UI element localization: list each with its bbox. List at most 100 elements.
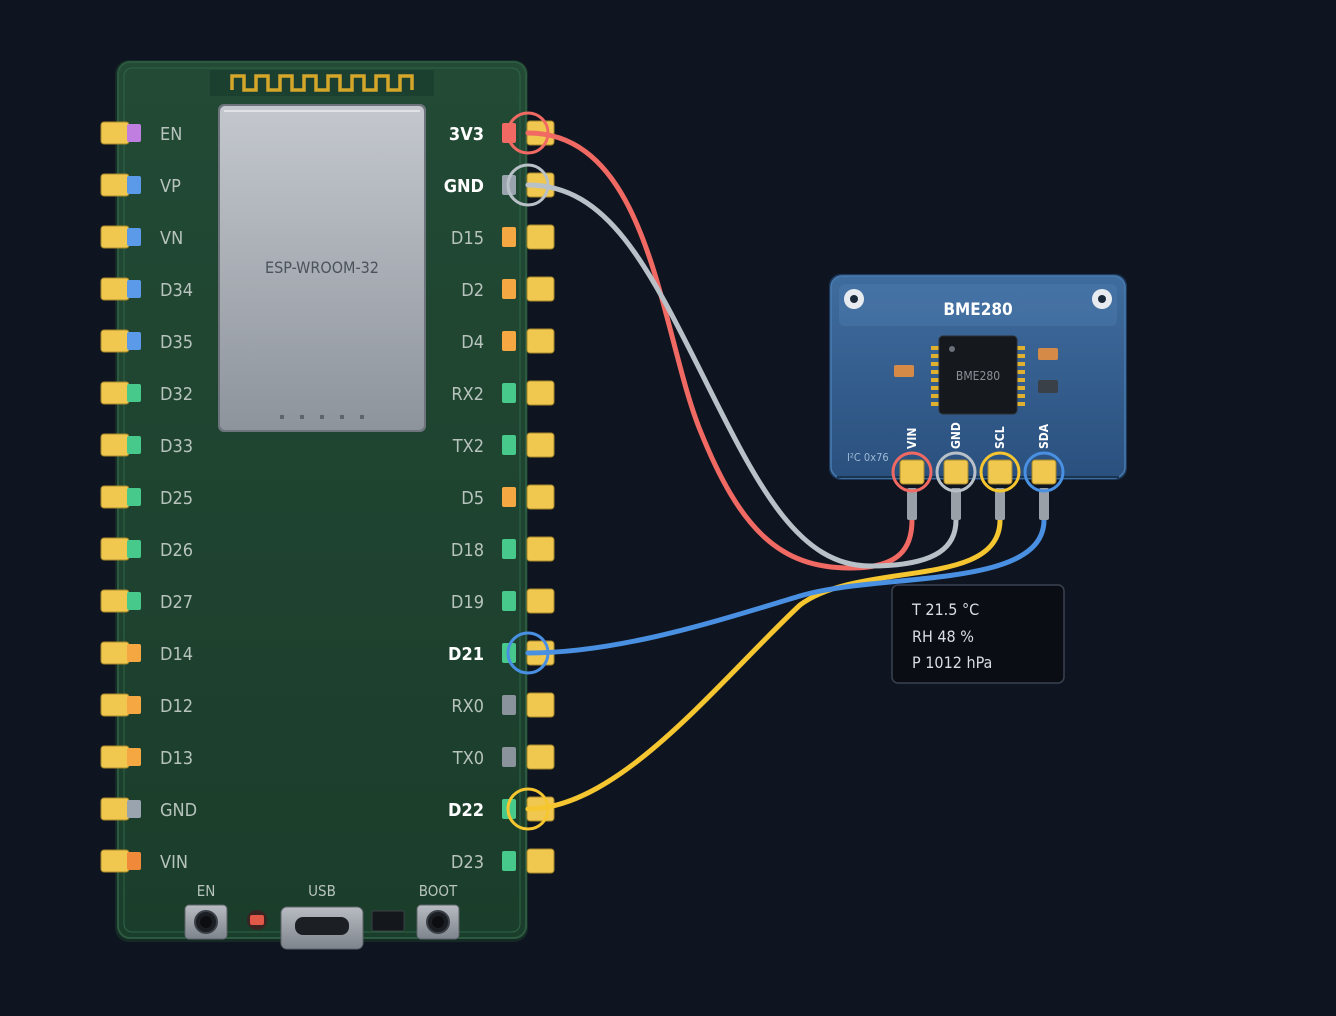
pin-label: D19 bbox=[451, 592, 484, 613]
pin-right-d4[interactable]: D4 bbox=[461, 328, 555, 354]
en-button-label: EN bbox=[197, 882, 216, 900]
chip-leg bbox=[1017, 378, 1025, 382]
readout-temperature: T 21.5 °C bbox=[911, 600, 979, 619]
esp32-right-pins: 3V3GNDD15D2D4RX2TX2D5D18D19D21RX0TX0D22D… bbox=[444, 120, 555, 874]
pin-label: D14 bbox=[160, 644, 193, 665]
pin-label: VIN bbox=[160, 852, 188, 873]
chip-leg bbox=[1017, 394, 1025, 398]
pin-left-vn[interactable]: VN bbox=[100, 225, 183, 249]
pin-left-d35[interactable]: D35 bbox=[100, 329, 193, 353]
pin-right-d23[interactable]: D23 bbox=[451, 848, 555, 874]
ring-gnd bbox=[506, 163, 550, 207]
esp32-active-rings bbox=[506, 111, 550, 831]
pin-label: D26 bbox=[160, 540, 193, 561]
sensor-pin-label: SDA bbox=[1037, 423, 1051, 449]
pin-label: D12 bbox=[160, 696, 193, 717]
chip-leg bbox=[931, 394, 939, 398]
pin-label: D15 bbox=[451, 228, 484, 249]
wire-d21-sda[interactable] bbox=[525, 517, 1047, 656]
chip-leg bbox=[931, 378, 939, 382]
usb-port[interactable] bbox=[280, 906, 364, 950]
pin-right-d15[interactable]: D15 bbox=[451, 224, 555, 250]
i2c-address-label: I²C 0x76 bbox=[847, 451, 889, 464]
pin-left-d14[interactable]: D14 bbox=[100, 641, 193, 665]
wire-d22-scl[interactable] bbox=[525, 517, 1003, 812]
pin-label: D35 bbox=[160, 332, 193, 353]
pin-left-en[interactable]: EN bbox=[100, 121, 182, 145]
chip-leg bbox=[931, 402, 939, 406]
pin-label: GND bbox=[160, 800, 197, 821]
ring-d21 bbox=[506, 631, 550, 675]
pin-label: D18 bbox=[451, 540, 484, 561]
pin-label: D27 bbox=[160, 592, 193, 613]
pin-left-vin[interactable]: VIN bbox=[100, 849, 188, 873]
pin-left-gnd[interactable]: GND bbox=[100, 797, 197, 821]
capacitor-dark bbox=[1038, 380, 1058, 393]
pin-right-d5[interactable]: D5 bbox=[461, 484, 555, 510]
pin-left-vp[interactable]: VP bbox=[100, 173, 181, 197]
bme280-chip: BME280 bbox=[931, 335, 1025, 415]
pin-right-tx2[interactable]: TX2 bbox=[452, 432, 555, 458]
chip-leg bbox=[931, 362, 939, 366]
pin-left-d13[interactable]: D13 bbox=[100, 745, 193, 769]
sensor-pin-sda[interactable]: SDA bbox=[1023, 423, 1065, 520]
chip-label: BME280 bbox=[956, 369, 1000, 383]
power-led bbox=[247, 910, 267, 930]
ring-3v3 bbox=[506, 111, 550, 155]
readout-pressure: P 1012 hPa bbox=[912, 653, 992, 672]
sensor-pin-scl[interactable]: SCL bbox=[979, 426, 1021, 520]
pin-label: EN bbox=[160, 124, 182, 145]
pin-label: D13 bbox=[160, 748, 193, 769]
pin-left-d26[interactable]: D26 bbox=[100, 537, 193, 561]
chip-leg bbox=[1017, 354, 1025, 358]
pin-label: D5 bbox=[461, 488, 484, 509]
capacitor bbox=[1038, 348, 1058, 360]
chip-leg bbox=[1017, 386, 1025, 390]
resistor bbox=[894, 365, 914, 377]
wire-gnd-gnd[interactable] bbox=[525, 182, 959, 569]
readout-humidity: RH 48 % bbox=[912, 627, 974, 646]
chip-leg bbox=[1017, 370, 1025, 374]
pin-label: RX2 bbox=[451, 384, 484, 405]
pin-label: TX0 bbox=[452, 748, 484, 769]
pin-left-d25[interactable]: D25 bbox=[100, 485, 193, 509]
boot-button[interactable] bbox=[416, 904, 460, 940]
pin-left-d32[interactable]: D32 bbox=[100, 381, 193, 405]
pin-label: TX2 bbox=[452, 436, 484, 457]
pin-right-d2[interactable]: D2 bbox=[461, 276, 555, 302]
sensor-pin-label: SCL bbox=[993, 426, 1007, 449]
pin-label: VP bbox=[160, 176, 181, 197]
pin-label: D2 bbox=[461, 280, 484, 301]
sensor-title: BME280 bbox=[943, 300, 1012, 320]
pin-label: D21 bbox=[448, 644, 484, 665]
pin-label: 3V3 bbox=[449, 124, 484, 145]
pin-left-d12[interactable]: D12 bbox=[100, 693, 193, 717]
pin-right-rx0[interactable]: RX0 bbox=[451, 692, 555, 718]
pin-left-d33[interactable]: D33 bbox=[100, 433, 193, 457]
pin-label: D4 bbox=[461, 332, 484, 353]
module-label: ESP-WROOM-32 bbox=[265, 258, 379, 277]
sensor-header-pins: VIN GND SCL SDA bbox=[891, 422, 1065, 520]
sensor-readout-panel: T 21.5 °C RH 48 % P 1012 hPa bbox=[891, 584, 1065, 684]
bme280-board: BME280 BME280 I²C 0x76 bbox=[829, 274, 1127, 480]
pin-left-d34[interactable]: D34 bbox=[100, 277, 193, 301]
sensor-pin-gnd[interactable]: GND bbox=[935, 422, 977, 520]
en-button[interactable] bbox=[184, 904, 228, 940]
ring-d22 bbox=[506, 787, 550, 831]
esp-wroom-module: ESP-WROOM-32 bbox=[218, 104, 426, 432]
pin-label: VN bbox=[160, 228, 183, 249]
regulator-chip bbox=[371, 910, 405, 932]
pin-right-d19[interactable]: D19 bbox=[451, 588, 555, 614]
pin-label: D34 bbox=[160, 280, 193, 301]
sensor-pin-vin[interactable]: VIN bbox=[891, 428, 933, 520]
sensor-pin-label: GND bbox=[949, 422, 963, 449]
usb-label: USB bbox=[308, 882, 336, 900]
pin-label: GND bbox=[444, 176, 484, 197]
pin-right-rx2[interactable]: RX2 bbox=[451, 380, 555, 406]
pin-left-d27[interactable]: D27 bbox=[100, 589, 193, 613]
pin-label: D33 bbox=[160, 436, 193, 457]
pin-right-d18[interactable]: D18 bbox=[451, 536, 555, 562]
pin-right-tx0[interactable]: TX0 bbox=[452, 744, 555, 770]
